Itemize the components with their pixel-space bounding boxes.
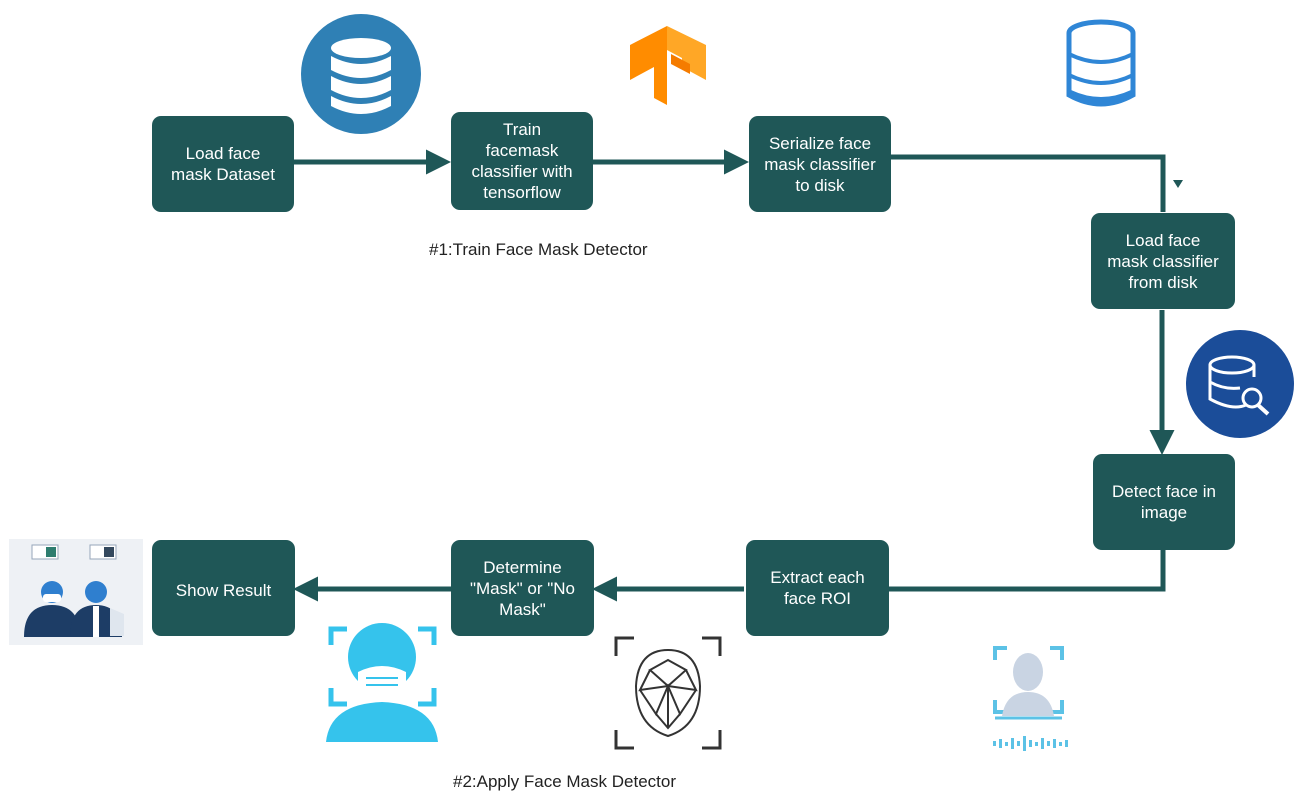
tensorflow-logo-icon: [630, 26, 706, 105]
node-detect-face-in-image: Detect face in image: [1093, 454, 1235, 550]
face-mesh-icon: [614, 636, 722, 750]
small-arrow-tip: [1173, 180, 1183, 188]
node-load-classifier-from-disk: Load face mask classifier from disk: [1091, 213, 1235, 309]
connector-detect-to-extract: [889, 550, 1166, 592]
stage2-caption: #2:Apply Face Mask Detector: [453, 772, 676, 791]
masked-face-icon: [326, 623, 438, 742]
database-outline-icon: [1066, 19, 1136, 107]
node-show-result: Show Result: [152, 540, 295, 636]
database-search-icon: [1186, 330, 1294, 438]
node-extract-face-roi: Extract each face ROI: [746, 540, 889, 636]
connector-serialize-to-load-classifier: [891, 154, 1166, 212]
connectors: [293, 149, 1175, 602]
stage1-caption: #1:Train Face Mask Detector: [429, 240, 648, 259]
node-train-facemask-classifier: Train facemask classifier with tensorflo…: [451, 112, 593, 210]
database-circle-icon: [301, 14, 421, 134]
people-mask-check-icon: [9, 539, 143, 645]
face-scan-icon: [993, 646, 1068, 751]
node-load-face-mask-dataset: Load face mask Dataset: [152, 116, 294, 212]
node-determine-mask: Determine "Mask" or "No Mask": [451, 540, 594, 636]
node-serialize-classifier: Serialize face mask classifier to disk: [749, 116, 891, 212]
